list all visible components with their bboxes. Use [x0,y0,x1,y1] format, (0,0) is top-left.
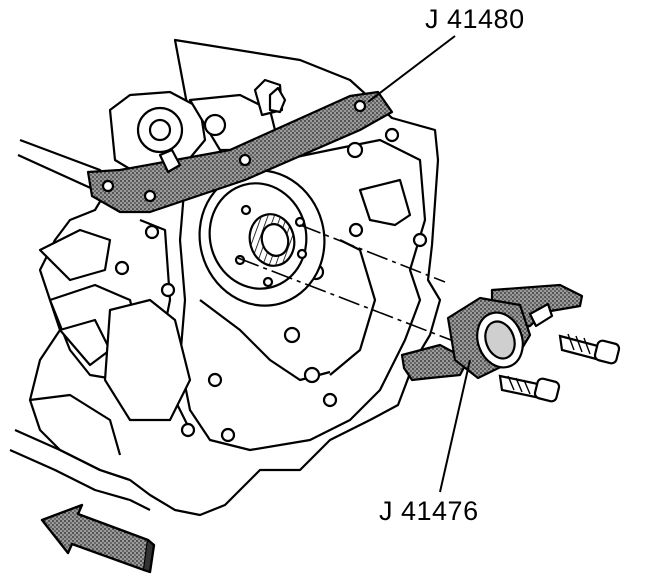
crankshaft-flange [198,169,326,307]
leader-lower [439,359,471,493]
callout-lower-tool: J 41476 [379,496,479,526]
front-arrow-icon [40,503,156,574]
bolts [498,333,621,403]
alignment-lines [237,224,491,356]
tool-upper-bar [86,86,394,214]
tool-lower-installer [400,283,584,382]
callout-upper-tool: J 41480 [425,4,525,34]
leader-upper [367,35,456,103]
